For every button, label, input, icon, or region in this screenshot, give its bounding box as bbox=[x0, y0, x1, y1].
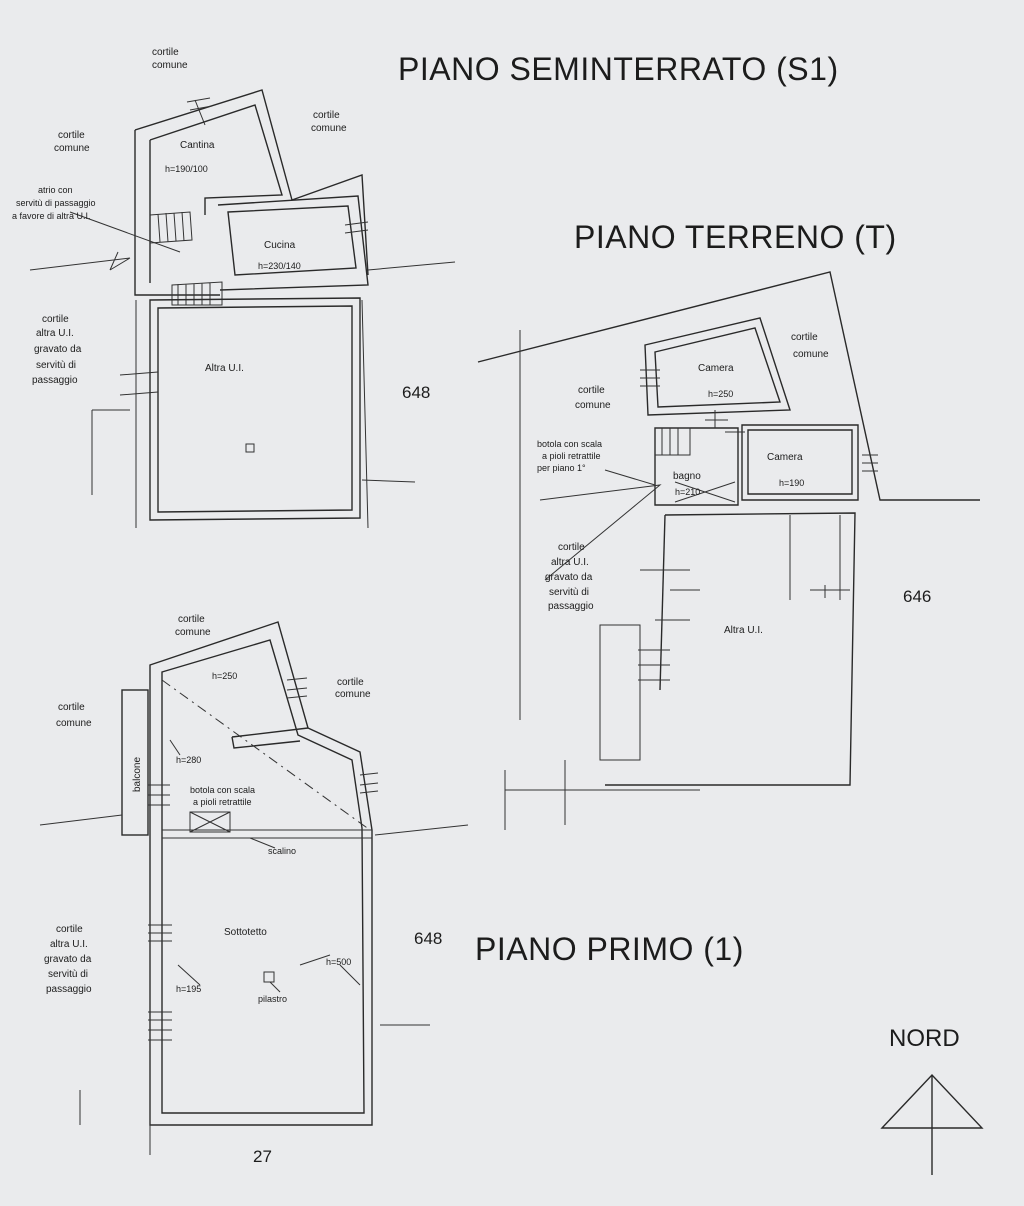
t-cortile-bottom: cortile bbox=[558, 542, 585, 553]
p1-cortile-right: cortile bbox=[337, 677, 364, 688]
p1-h250: h=250 bbox=[212, 671, 237, 681]
p1-scalino: scalino bbox=[268, 846, 296, 856]
title-s1: PIANO SEMINTERRATO (S1) bbox=[398, 51, 839, 87]
north-arrow-icon bbox=[880, 1073, 984, 1175]
title-t: PIANO TERRENO (T) bbox=[574, 219, 897, 255]
s1-cucina-height: h=230/140 bbox=[258, 261, 301, 271]
s1-altra-ui-room: Altra U.I. bbox=[205, 363, 244, 374]
p1-sottotetto-label: Sottotetto bbox=[224, 927, 267, 938]
s1-comune-right: comune bbox=[311, 123, 347, 134]
t-cortile-left: cortile bbox=[578, 385, 605, 396]
s1-atrio-line1: atrio con bbox=[38, 185, 73, 195]
t-comune-right: comune bbox=[793, 349, 829, 360]
s1-atrio-line2: servitù di passaggio bbox=[16, 198, 96, 208]
t-passaggio: passaggio bbox=[548, 601, 594, 612]
s1-atrio-line3: a favore di altra U.I. bbox=[12, 211, 91, 221]
t-camera1-height: h=250 bbox=[708, 389, 733, 399]
s1-cortile-left: cortile bbox=[58, 130, 85, 141]
p1-cortile-top: cortile bbox=[178, 614, 205, 625]
p1-balcone-label: balcone bbox=[132, 757, 143, 792]
p1-cortile-left: cortile bbox=[58, 702, 85, 713]
p1-comune-left: comune bbox=[56, 718, 92, 729]
title-p1: PIANO PRIMO (1) bbox=[475, 931, 744, 967]
balcone-shape bbox=[121, 689, 149, 836]
t-gravato: gravato da bbox=[545, 572, 593, 583]
s1-gravato: gravato da bbox=[34, 344, 82, 355]
t-bagno-height: h=210 bbox=[675, 487, 700, 497]
s1-servitu: servitù di bbox=[36, 360, 76, 371]
t-camera2-height: h=190 bbox=[779, 478, 804, 488]
s1-altra-ui-line: altra U.I. bbox=[36, 328, 74, 339]
s1-parcel-number: 648 bbox=[402, 383, 430, 402]
p1-cortile-bottom: cortile bbox=[56, 924, 83, 935]
t-bagno-label: bagno bbox=[673, 471, 701, 482]
p1-gravato: gravato da bbox=[44, 954, 92, 965]
s1-cortile-top: cortile bbox=[152, 47, 179, 58]
t-camera2-label: Camera bbox=[767, 452, 803, 463]
t-parcel-number: 646 bbox=[903, 587, 931, 606]
page-number: 27 bbox=[253, 1147, 272, 1166]
plan-p1 bbox=[39, 621, 469, 1155]
s1-passaggio: passaggio bbox=[32, 375, 78, 386]
s1-cucina-label: Cucina bbox=[264, 240, 296, 251]
plan-t bbox=[477, 271, 980, 830]
t-botola-line2: a pioli retrattile bbox=[542, 451, 601, 461]
nord-label: NORD bbox=[889, 1025, 960, 1052]
s1-cortile-bottom: cortile bbox=[42, 314, 69, 325]
p1-h195: h=195 bbox=[176, 984, 201, 994]
p1-h280: h=280 bbox=[176, 755, 201, 765]
p1-altra-ui-line: altra U.I. bbox=[50, 939, 88, 950]
t-botola-line1: botola con scala bbox=[537, 439, 602, 449]
p1-servitu: servitù di bbox=[48, 969, 88, 980]
plan-s1 bbox=[29, 89, 456, 529]
t-comune-left: comune bbox=[575, 400, 611, 411]
t-cortile-right: cortile bbox=[791, 332, 818, 343]
p1-botola-line2: a pioli retrattile bbox=[193, 797, 252, 807]
p1-pilastro: pilastro bbox=[258, 994, 287, 1004]
t-camera1-label: Camera bbox=[698, 363, 734, 374]
p1-botola-line1: botola con scala bbox=[190, 785, 255, 795]
p1-h500: h=500 bbox=[326, 957, 351, 967]
s1-comune-top: comune bbox=[152, 60, 188, 71]
t-altra-ui-room: Altra U.I. bbox=[724, 625, 763, 636]
t-servitu: servitù di bbox=[549, 587, 589, 598]
s1-cantina-label: Cantina bbox=[180, 140, 215, 151]
t-botola-line3: per piano 1° bbox=[537, 463, 586, 473]
t-altra-ui-line: altra U.I. bbox=[551, 557, 589, 568]
p1-comune-right: comune bbox=[335, 689, 371, 700]
s1-cantina-height: h=190/100 bbox=[165, 164, 208, 174]
p1-comune-top: comune bbox=[175, 627, 211, 638]
p1-passaggio: passaggio bbox=[46, 984, 92, 995]
s1-cortile-right: cortile bbox=[313, 110, 340, 121]
s1-comune-left: comune bbox=[54, 143, 90, 154]
p1-parcel-number: 648 bbox=[414, 929, 442, 948]
